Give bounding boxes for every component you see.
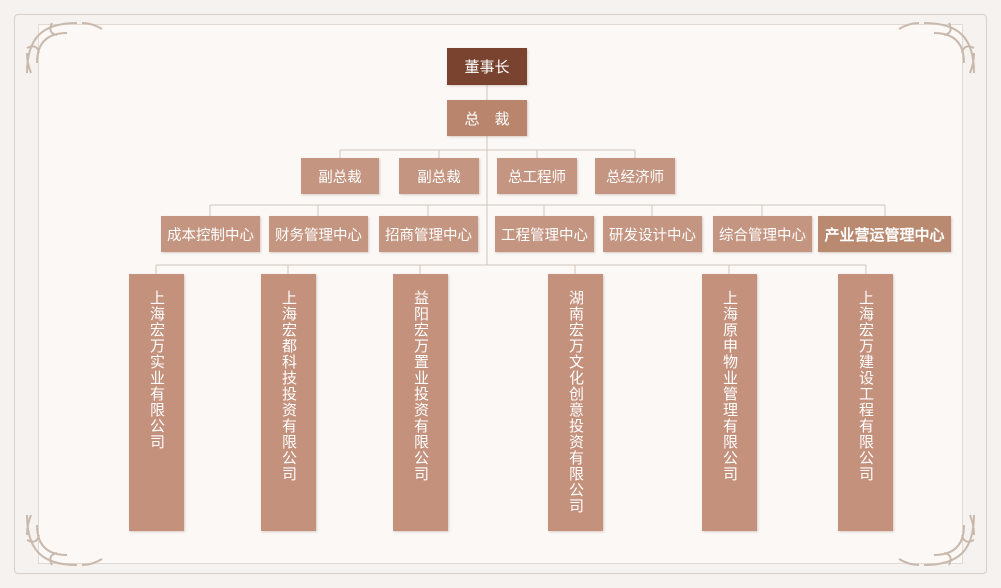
subsidiary-box: 上海原申物业管理有限公司 [702,274,757,531]
center-box: 研发设计中心 [603,216,702,252]
vice-box: 副总裁 [301,158,379,194]
subsidiary-box: 上海宏万建设工程有限公司 [838,274,893,531]
subsidiary-label: 上海原申物业管理有限公司 [721,290,739,482]
ornament-corner-icon [889,510,979,570]
vice-box: 副总裁 [399,158,479,194]
subsidiary-box: 湖南宏万文化创意投资有限公司 [548,274,603,531]
subsidiary-box: 上海宏万实业有限公司 [129,274,184,531]
outer-frame [14,14,987,574]
chairman-box: 董事长 [447,48,527,85]
subsidiary-label: 上海宏都科技投资有限公司 [280,290,298,482]
center-box: 成本控制中心 [161,216,260,252]
ceo-box: 总 裁 [447,100,527,136]
center-box-highlight: 产业营运管理中心 [818,216,951,252]
ornament-corner-icon [22,18,112,78]
center-box: 财务管理中心 [269,216,368,252]
subsidiary-label: 上海宏万建设工程有限公司 [857,290,875,482]
ornament-corner-icon [22,510,112,570]
center-box: 招商管理中心 [379,216,478,252]
center-box: 工程管理中心 [495,216,594,252]
vice-box: 总工程师 [497,158,577,194]
subsidiary-box: 益阳宏万置业投资有限公司 [393,274,448,531]
ornament-corner-icon [889,18,979,78]
subsidiary-label: 湖南宏万文化创意投资有限公司 [567,290,585,514]
vice-box: 总经济师 [595,158,675,194]
subsidiary-label: 益阳宏万置业投资有限公司 [412,290,430,482]
center-box: 综合管理中心 [713,216,812,252]
subsidiary-box: 上海宏都科技投资有限公司 [261,274,316,531]
subsidiary-label: 上海宏万实业有限公司 [148,290,166,450]
